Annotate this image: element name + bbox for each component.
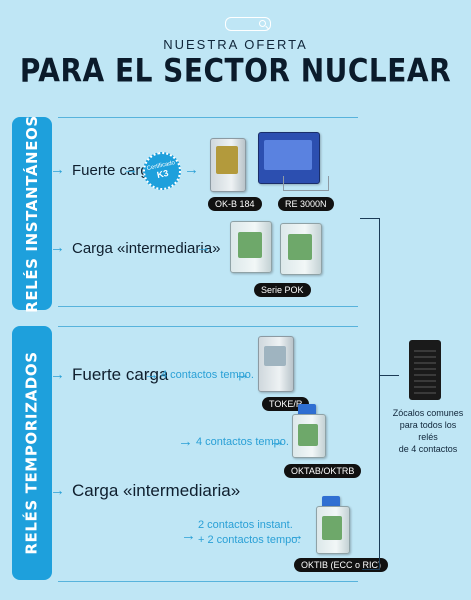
page-title: PARA EL SECTOR NUCLEAR	[19, 51, 452, 90]
arrow-right-icon: →	[144, 366, 159, 383]
socket-connector-top	[360, 218, 380, 219]
arrow-right-icon: →	[50, 482, 65, 499]
arrow-right-icon: →	[289, 527, 304, 544]
certified-badge: Certificado K3	[139, 148, 185, 194]
divider	[58, 581, 358, 582]
socket-connector-bottom	[362, 569, 380, 570]
relay-oktab-core	[298, 424, 318, 446]
oktib-contacts-line1: 2 contactos instant.	[198, 519, 293, 531]
band-timed: RELÉS TEMPORIZADOS	[12, 326, 52, 580]
socket-note-line1: Zócalos comunes	[392, 408, 464, 418]
page-subtitle: NUESTRA OFERTA	[163, 37, 308, 52]
band-instant: RELÉS INSTANTÁNEOS	[12, 114, 52, 313]
band-instant-label: RELÉS INSTANTÁNEOS	[23, 114, 42, 313]
socket-connector-line	[379, 218, 380, 570]
arrow-right-icon: →	[50, 239, 65, 256]
search-lens-icon	[259, 20, 266, 27]
arrow-right-icon: →	[178, 433, 193, 450]
tag-toke: TOKE/R	[262, 397, 310, 411]
oktab-contacts: 4 contactos tempo.	[196, 436, 289, 448]
arrow-right-icon: →	[270, 433, 285, 450]
band-timed-label: RELÉS TEMPORIZADOS	[23, 351, 42, 555]
divider	[58, 306, 358, 307]
instant-intermediate-label: Carga «intermediaria»	[72, 240, 221, 257]
divider	[58, 117, 358, 118]
relay-oktib-dial	[322, 496, 340, 508]
socket-note-line3: de 4 contactos	[398, 444, 458, 454]
arrow-right-icon: →	[181, 527, 196, 544]
instant-heavy-label: Fuerte carga	[72, 162, 158, 179]
arrow-right-icon: →	[50, 366, 65, 383]
socket-note-line2: para todos los relés	[399, 420, 457, 442]
relay-re-handle	[283, 176, 329, 191]
tag-re: RE 3000N	[278, 197, 334, 211]
arrow-right-icon: →	[235, 366, 250, 383]
timed-intermediate-label: Carga «intermediaria»	[72, 481, 241, 500]
timed-heavy-label: Fuerte carga	[72, 365, 169, 384]
socket-connector-mid	[379, 375, 399, 376]
relay-oktab-image	[292, 414, 326, 458]
tag-okb: OK-B 184	[208, 197, 262, 211]
socket-pins	[414, 346, 436, 394]
socket-note: Zócalos comunes para todos los relés de …	[390, 407, 466, 455]
oktib-contacts-line2: + 2 contactos tempo.	[198, 534, 301, 546]
badge-line2: K3	[155, 167, 170, 181]
tag-oktab: OKTAB/OKTRB	[284, 464, 362, 478]
divider	[58, 326, 358, 327]
relay-re-window	[264, 140, 312, 170]
arrow-right-icon: →	[196, 239, 211, 256]
relay-toke-core	[264, 346, 286, 366]
relay-oktib-core	[322, 516, 342, 540]
relay-pok-1-core	[238, 232, 262, 258]
arrow-right-icon: →	[50, 161, 65, 178]
tag-pok: Serie POK	[254, 283, 311, 297]
arrow-right-icon: →	[184, 161, 199, 178]
relay-oktab-dial	[298, 404, 316, 416]
arrow-right-icon: →	[123, 161, 138, 178]
search-icon[interactable]	[225, 17, 271, 31]
toke-contacts: 4 contactos tempo.	[161, 369, 254, 381]
relay-pok-2-core	[288, 234, 312, 260]
relay-okb-core	[216, 146, 238, 174]
tag-oktib: OKTIB (ECC o RIC)	[294, 558, 389, 572]
